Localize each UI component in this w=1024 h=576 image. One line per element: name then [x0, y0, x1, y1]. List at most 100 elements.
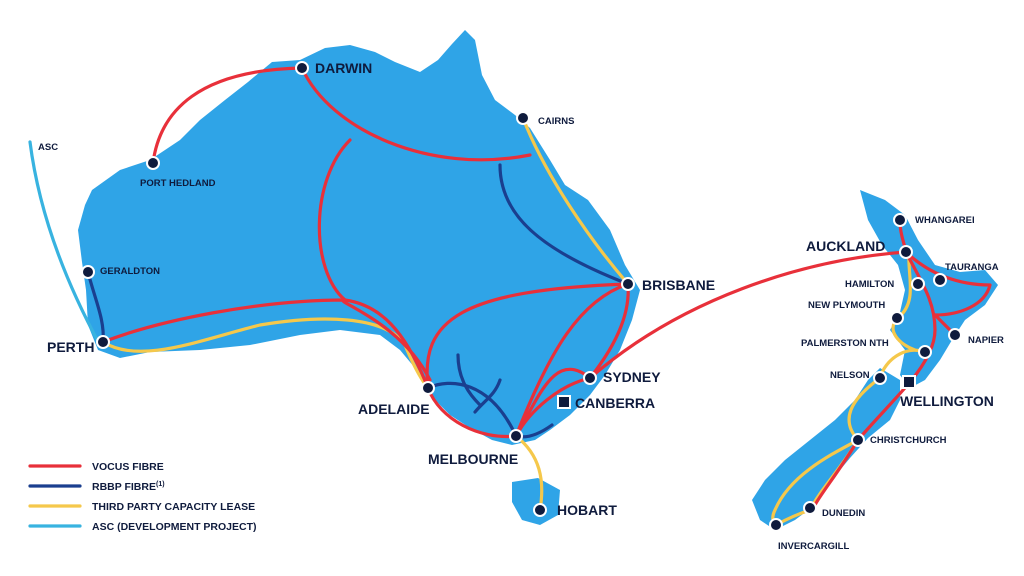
city-nelson: NELSON: [830, 370, 887, 385]
legend-label-rbbp-text: RBBP FIBRE: [92, 481, 156, 493]
city-label-wellington: WELLINGTON: [900, 393, 994, 409]
city-label-new-plymouth: NEW PLYMOUTH: [808, 300, 885, 311]
city-marker-dunedin: [803, 501, 817, 515]
city-marker-sydney: [583, 371, 597, 385]
city-marker-palmerston-nth: [918, 345, 932, 359]
city-label-invercargill: INVERCARGILL: [778, 541, 849, 552]
city-label-napier: NAPIER: [968, 335, 1004, 346]
australia-landmass: [78, 30, 640, 445]
route-third-cairns-brisbane: [521, 116, 630, 286]
legend-label-third-party: THIRD PARTY CAPACITY LEASE: [92, 501, 255, 513]
city-christchurch: CHRISTCHURCH: [851, 433, 947, 447]
city-label-christchurch: CHRISTCHURCH: [870, 435, 947, 446]
city-marker-invercargill: [769, 518, 783, 532]
route-third-perth-adelaide: [101, 317, 430, 390]
city-marker-tauranga: [933, 273, 947, 287]
city-label-palmerston-nth: PALMERSTON NTH: [801, 338, 889, 349]
route-vocus-nz-auckland-wellington: [904, 250, 937, 384]
city-adelaide: ADELAIDE: [358, 381, 435, 417]
city-palmerston-nth: PALMERSTON NTH: [801, 338, 932, 359]
nz-north-island-landmass: [860, 190, 998, 388]
city-marker-wellington: [902, 375, 916, 389]
legend-label-rbbp-footnote: (1): [156, 481, 165, 488]
city-hamilton: HAMILTON: [845, 277, 925, 291]
city-marker-hobart: [533, 503, 547, 517]
city-label-hamilton: HAMILTON: [845, 279, 894, 290]
city-marker-darwin: [295, 61, 309, 75]
city-label-hobart: HOBART: [557, 502, 617, 518]
city-marker-geraldton: [81, 265, 95, 279]
city-cairns: CAIRNS: [516, 111, 574, 127]
legend-item-asc: ASC (DEVELOPMENT PROJECT): [28, 521, 257, 533]
city-marker-melbourne: [509, 429, 523, 443]
city-wellington: WELLINGTON: [900, 375, 994, 409]
route-vocus-nz-auckland-east: [904, 250, 992, 317]
route-vocus-porthedland-darwin: [151, 66, 304, 165]
city-label-perth: PERTH: [47, 339, 94, 355]
legend: VOCUS FIBRE RBBP FIBRE(1) THIRD PARTY CA…: [28, 461, 257, 533]
city-marker-new-plymouth: [890, 311, 904, 325]
city-marker-auckland: [899, 245, 913, 259]
city-marker-napier: [948, 328, 962, 342]
city-hobart: HOBART: [533, 502, 617, 518]
legend-item-third-party: THIRD PARTY CAPACITY LEASE: [28, 501, 255, 513]
city-geraldton: GERALDTON: [81, 265, 160, 279]
legend-label-rbbp: RBBP FIBRE(1): [92, 481, 165, 493]
city-marker-adelaide: [421, 381, 435, 395]
route-vocus-central-west: [317, 138, 352, 302]
legend-label-asc: ASC (DEVELOPMENT PROJECT): [92, 521, 257, 533]
city-marker-nelson: [873, 371, 887, 385]
city-marker-christchurch: [851, 433, 865, 447]
city-label-dunedin: DUNEDIN: [822, 508, 865, 519]
city-label-adelaide: ADELAIDE: [358, 401, 430, 417]
city-label-auckland: AUCKLAND: [806, 238, 885, 254]
legend-item-rbbp: RBBP FIBRE(1): [28, 481, 165, 493]
route-vocus-sydney-brisbane: [588, 282, 630, 380]
city-marker-perth: [96, 335, 110, 349]
city-invercargill: INVERCARGILL: [769, 518, 849, 552]
legend-item-vocus: VOCUS FIBRE: [28, 461, 164, 473]
city-marker-port-hedland: [146, 156, 160, 170]
route-vocus-sydney-auckland: [588, 250, 908, 380]
route-vocus-adelaide-brisbane: [425, 282, 630, 390]
city-label-cairns: CAIRNS: [538, 116, 574, 127]
route-vocus-perth-adelaide: [101, 298, 430, 390]
city-label-port-hedland: PORT HEDLAND: [140, 178, 216, 189]
route-vocus-darwin-cairns: [300, 66, 532, 162]
route-third-melbourne-hobart: [514, 434, 544, 512]
route-rbbp-adelaide-melbourne: [426, 381, 518, 438]
city-label-brisbane: BRISBANE: [642, 277, 715, 293]
city-dunedin: DUNEDIN: [803, 501, 865, 519]
route-rbbp-cairns-loop: [498, 163, 630, 286]
city-perth: PERTH: [47, 335, 110, 355]
city-port-hedland: PORT HEDLAND: [140, 156, 216, 189]
city-marker-hamilton: [911, 277, 925, 291]
city-label-melbourne: MELBOURNE: [428, 451, 518, 467]
city-sydney: SYDNEY: [583, 369, 661, 385]
tasmania-landmass: [512, 478, 560, 525]
route-vocus-melbourne-brisbane: [514, 282, 630, 438]
city-new-plymouth: NEW PLYMOUTH: [808, 300, 904, 325]
city-napier: NAPIER: [948, 328, 1004, 346]
legend-label-vocus: VOCUS FIBRE: [92, 461, 164, 473]
city-label-canberra: CANBERRA: [575, 395, 655, 411]
city-canberra: CANBERRA: [557, 395, 655, 411]
city-label-whangarei: WHANGAREI: [915, 215, 975, 226]
route-rbbp-branch-2: [473, 378, 502, 414]
city-tauranga: TAURANGA: [933, 262, 999, 287]
city-label-darwin: DARWIN: [315, 60, 372, 76]
route-vocus-adelaide-melbourne: [426, 386, 518, 439]
city-marker-cairns: [516, 111, 530, 125]
city-brisbane: BRISBANE: [621, 277, 715, 293]
cable-label-asc: ASC: [38, 142, 58, 153]
nz-south-island-landmass: [752, 368, 900, 530]
city-auckland: AUCKLAND: [806, 238, 913, 259]
city-label-tauranga: TAURANGA: [945, 262, 999, 273]
route-vocus-melbourne-sydney-2: [514, 367, 592, 438]
city-marker-brisbane: [621, 277, 635, 291]
city-marker-whangarei: [893, 213, 907, 227]
city-melbourne: MELBOURNE: [428, 429, 523, 467]
route-asc: [28, 140, 102, 347]
city-label-sydney: SYDNEY: [603, 369, 661, 385]
